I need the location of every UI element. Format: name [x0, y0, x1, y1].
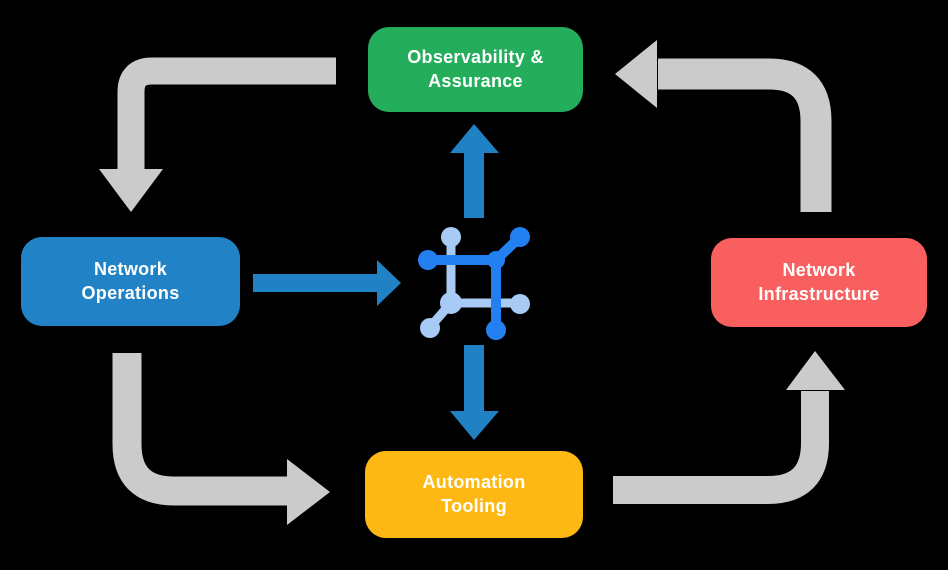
node-network-infrastructure: Network Infrastructure — [711, 238, 927, 327]
flow-arrow-top-right-path — [658, 58, 832, 212]
flow-arrow-bottom-right-path — [613, 391, 829, 504]
node-label-line: Network — [782, 259, 856, 280]
flow-arrow-bottom-left-head — [287, 459, 330, 525]
icon-light-corner-node — [440, 292, 462, 314]
node-label-line: Infrastructure — [758, 283, 880, 304]
arrow-icon-to-observability — [450, 124, 499, 218]
node-automation-tooling: Automation Tooling — [365, 451, 583, 538]
flow-arrow-observability-to-operations — [99, 57, 336, 212]
flow-arrow-operations-to-automation — [112, 353, 330, 525]
flow-arrow-infrastructure-to-observability — [615, 40, 832, 212]
icon-light-right-dot — [510, 294, 530, 314]
icon-light-bottom-left-dot — [420, 318, 440, 338]
icon-dark-corner-node — [487, 251, 505, 269]
flow-arrow-top-left-head — [99, 169, 163, 212]
flow-arrow-automation-to-infrastructure — [613, 351, 845, 504]
network-fabric-icon — [418, 227, 530, 340]
flow-arrow-top-left-path — [117, 57, 336, 171]
node-observability-assurance: Observability & Assurance — [368, 27, 583, 112]
node-label-line: Network — [93, 258, 168, 279]
arrow-right-head — [377, 260, 401, 306]
icon-dark-left-dot — [418, 250, 438, 270]
arrow-operations-to-icon — [253, 260, 401, 306]
arrow-icon-to-automation — [450, 345, 499, 440]
flow-arrow-bottom-right-head — [786, 351, 845, 390]
node-label-line: Assurance — [428, 70, 523, 91]
node-network-operations: Network Operations — [21, 237, 240, 326]
arrow-down-head — [450, 411, 499, 440]
icon-dark-bottom-dot — [486, 320, 506, 340]
node-label-line: Tooling — [441, 495, 507, 516]
node-label-line: Automation — [422, 471, 526, 492]
node-label-line: Operations — [81, 282, 180, 303]
flow-arrow-bottom-left-path — [112, 353, 288, 506]
arrow-up-head — [450, 124, 499, 153]
icon-dark-top-right-dot — [510, 227, 530, 247]
icon-light-top-dot — [441, 227, 461, 247]
node-label-line: Observability & — [407, 46, 544, 67]
flow-arrow-top-right-head — [615, 40, 657, 108]
